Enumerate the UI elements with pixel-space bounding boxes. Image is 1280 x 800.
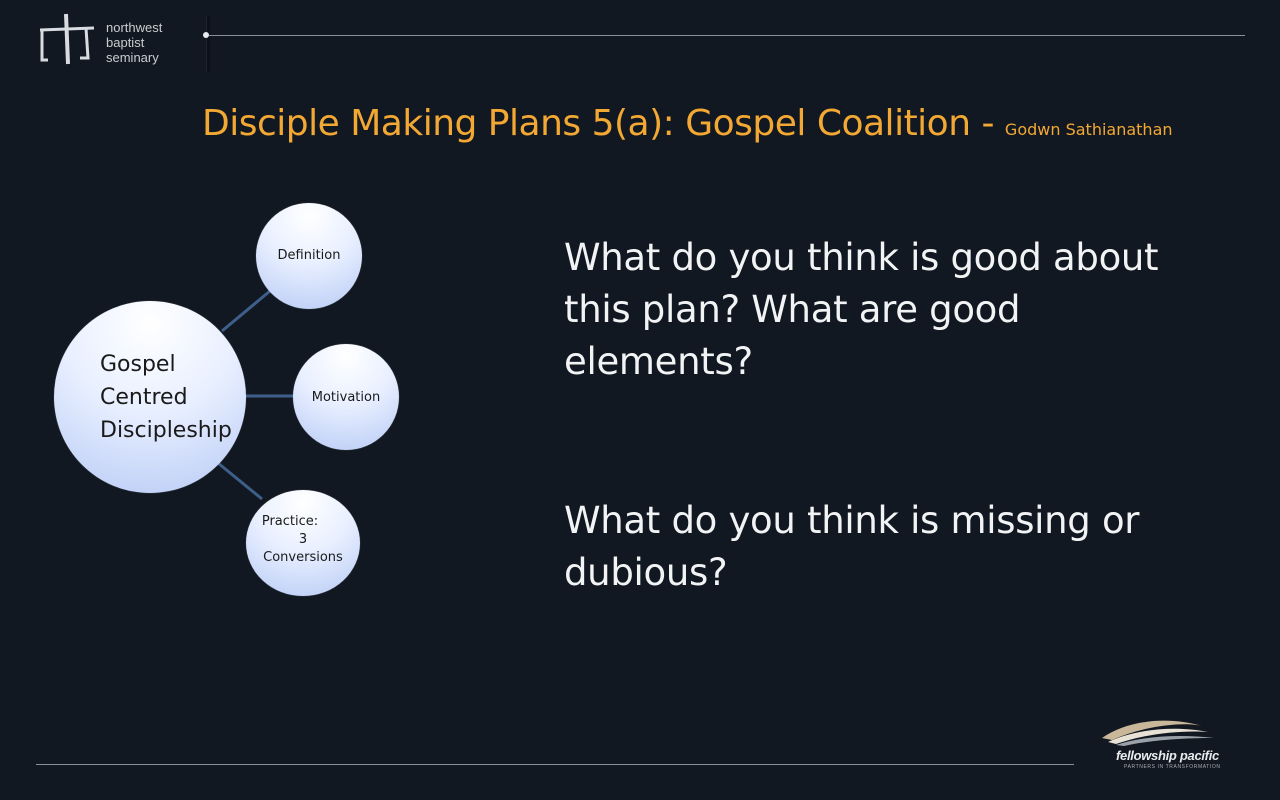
header-rule <box>209 35 1245 36</box>
logo-line-2: baptist <box>106 35 145 50</box>
wave-logo-icon <box>1102 720 1214 746</box>
node-practice-number: 3 <box>298 532 308 547</box>
node-motivation: Motivation <box>293 344 399 450</box>
diagram-connectors <box>217 289 293 501</box>
node-definition: Definition <box>256 203 362 309</box>
question-missing: What do you think is missing or dubious? <box>564 499 1140 594</box>
node-motivation-label: Motivation <box>311 389 381 405</box>
header-vertical-divider <box>206 16 210 72</box>
fellowship-pacific-tagline: PARTNERS IN TRANSFORMATION <box>1124 764 1221 770</box>
title-separator: - <box>970 103 1005 144</box>
logo-line-1: northwest <box>106 20 163 35</box>
northwest-baptist-seminary-logo: northwest baptist seminary <box>38 12 213 74</box>
fellowship-pacific-name: fellowship pacific <box>1116 748 1219 763</box>
question-good-elements: What do you think is good about this pla… <box>564 236 1159 383</box>
cross-logo-icon <box>39 13 95 65</box>
fellowship-pacific-logo: fellowship pacific PARTNERS IN TRANSFORM… <box>1098 716 1228 772</box>
node-practice: Practice: 3 Conversions <box>246 490 360 596</box>
footer-rule <box>36 764 1074 765</box>
header-dot <box>203 32 209 38</box>
node-definition-label: Definition <box>277 248 341 263</box>
node-practice-label: Practice: <box>261 514 319 529</box>
node-gospel-centred-discipleship: Gospel Centred Discipleship <box>54 301 246 493</box>
title-author: Godwn Sathianathan <box>1004 120 1173 139</box>
seminary-name: northwest baptist seminary <box>106 20 162 65</box>
title-main: Disciple Making Plans 5(a): Gospel Coali… <box>202 103 971 144</box>
node-practice-conversions: Conversions <box>263 550 343 565</box>
connector-definition <box>221 289 271 333</box>
slide-title: Disciple Making Plans 5(a): Gospel Coali… <box>202 100 1242 154</box>
node-center-label: Gospel Centred Discipleship <box>100 351 232 443</box>
discipleship-diagram: Gospel Centred Discipleship Definition M… <box>0 195 520 615</box>
connector-practice <box>217 461 263 501</box>
logo-line-3: seminary <box>106 50 159 65</box>
